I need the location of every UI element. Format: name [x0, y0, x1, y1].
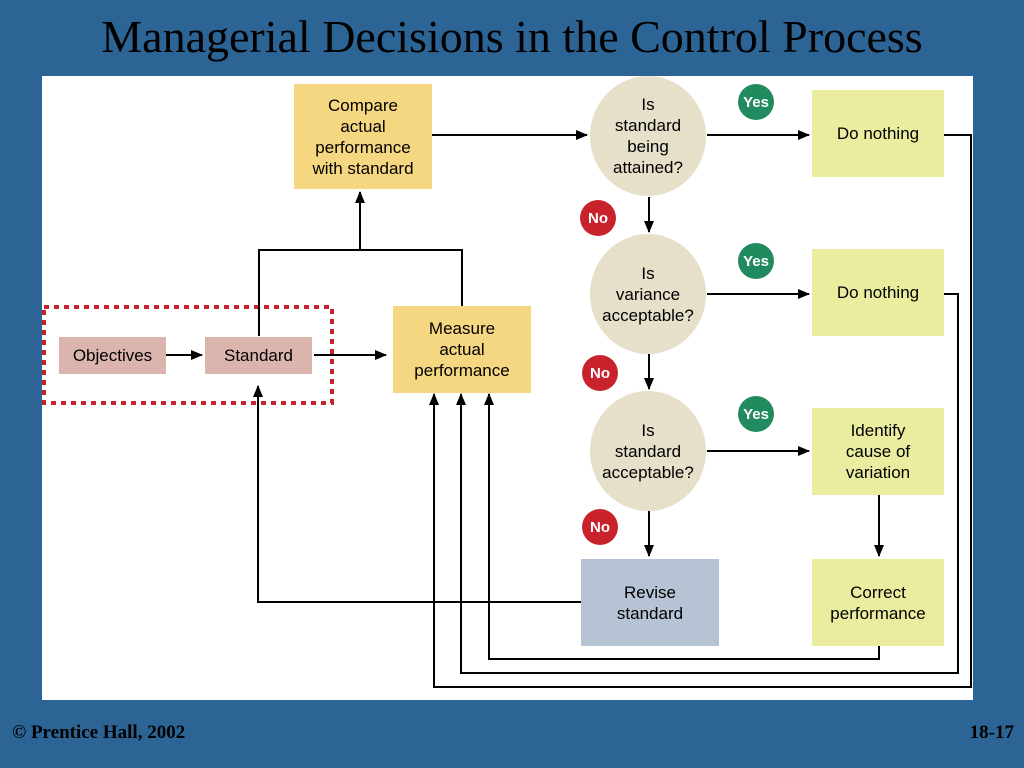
correct-performance-box: Correct performance [812, 559, 944, 646]
yes-badge-3: Yes [738, 396, 774, 432]
do-nothing-box-1: Do nothing [812, 90, 944, 177]
slide-number: 18-17 [969, 722, 1014, 743]
arrow-donothing2-measure [456, 293, 959, 674]
measure-performance-box: Measure actual performance [393, 306, 531, 393]
connector-lines [42, 130, 972, 688]
no-badge-3: No [582, 509, 618, 545]
slide-title: Managerial Decisions in the Control Proc… [101, 11, 923, 62]
question-variance-acceptable: Is variance acceptable? [590, 234, 706, 354]
compare-performance-box: Compare actual performance with standard [294, 84, 432, 189]
do-nothing-box-2: Do nothing [812, 249, 944, 336]
no-badge-2: No [582, 355, 618, 391]
copyright-text: © Prentice Hall, 2002 [12, 722, 186, 743]
objectives-box: Objectives [59, 337, 166, 374]
arrow-correct-measure [484, 393, 880, 660]
no-badge-1: No [580, 200, 616, 236]
arrow-donothing1-measure [429, 134, 972, 688]
question-standard-attained: Is standard being attained? [590, 76, 706, 196]
diagram-canvas: Objectives Standard Measure actual perfo… [42, 76, 973, 700]
arrow-revise-standard [253, 385, 581, 603]
standard-setting-group [42, 305, 334, 405]
question-standard-acceptable: Is standard acceptable? [590, 391, 706, 511]
yes-badge-2: Yes [738, 243, 774, 279]
revise-standard-box: Revise standard [581, 559, 719, 646]
identify-cause-box: Identify cause of variation [812, 408, 944, 495]
yes-badge-1: Yes [738, 84, 774, 120]
standard-box: Standard [205, 337, 312, 374]
